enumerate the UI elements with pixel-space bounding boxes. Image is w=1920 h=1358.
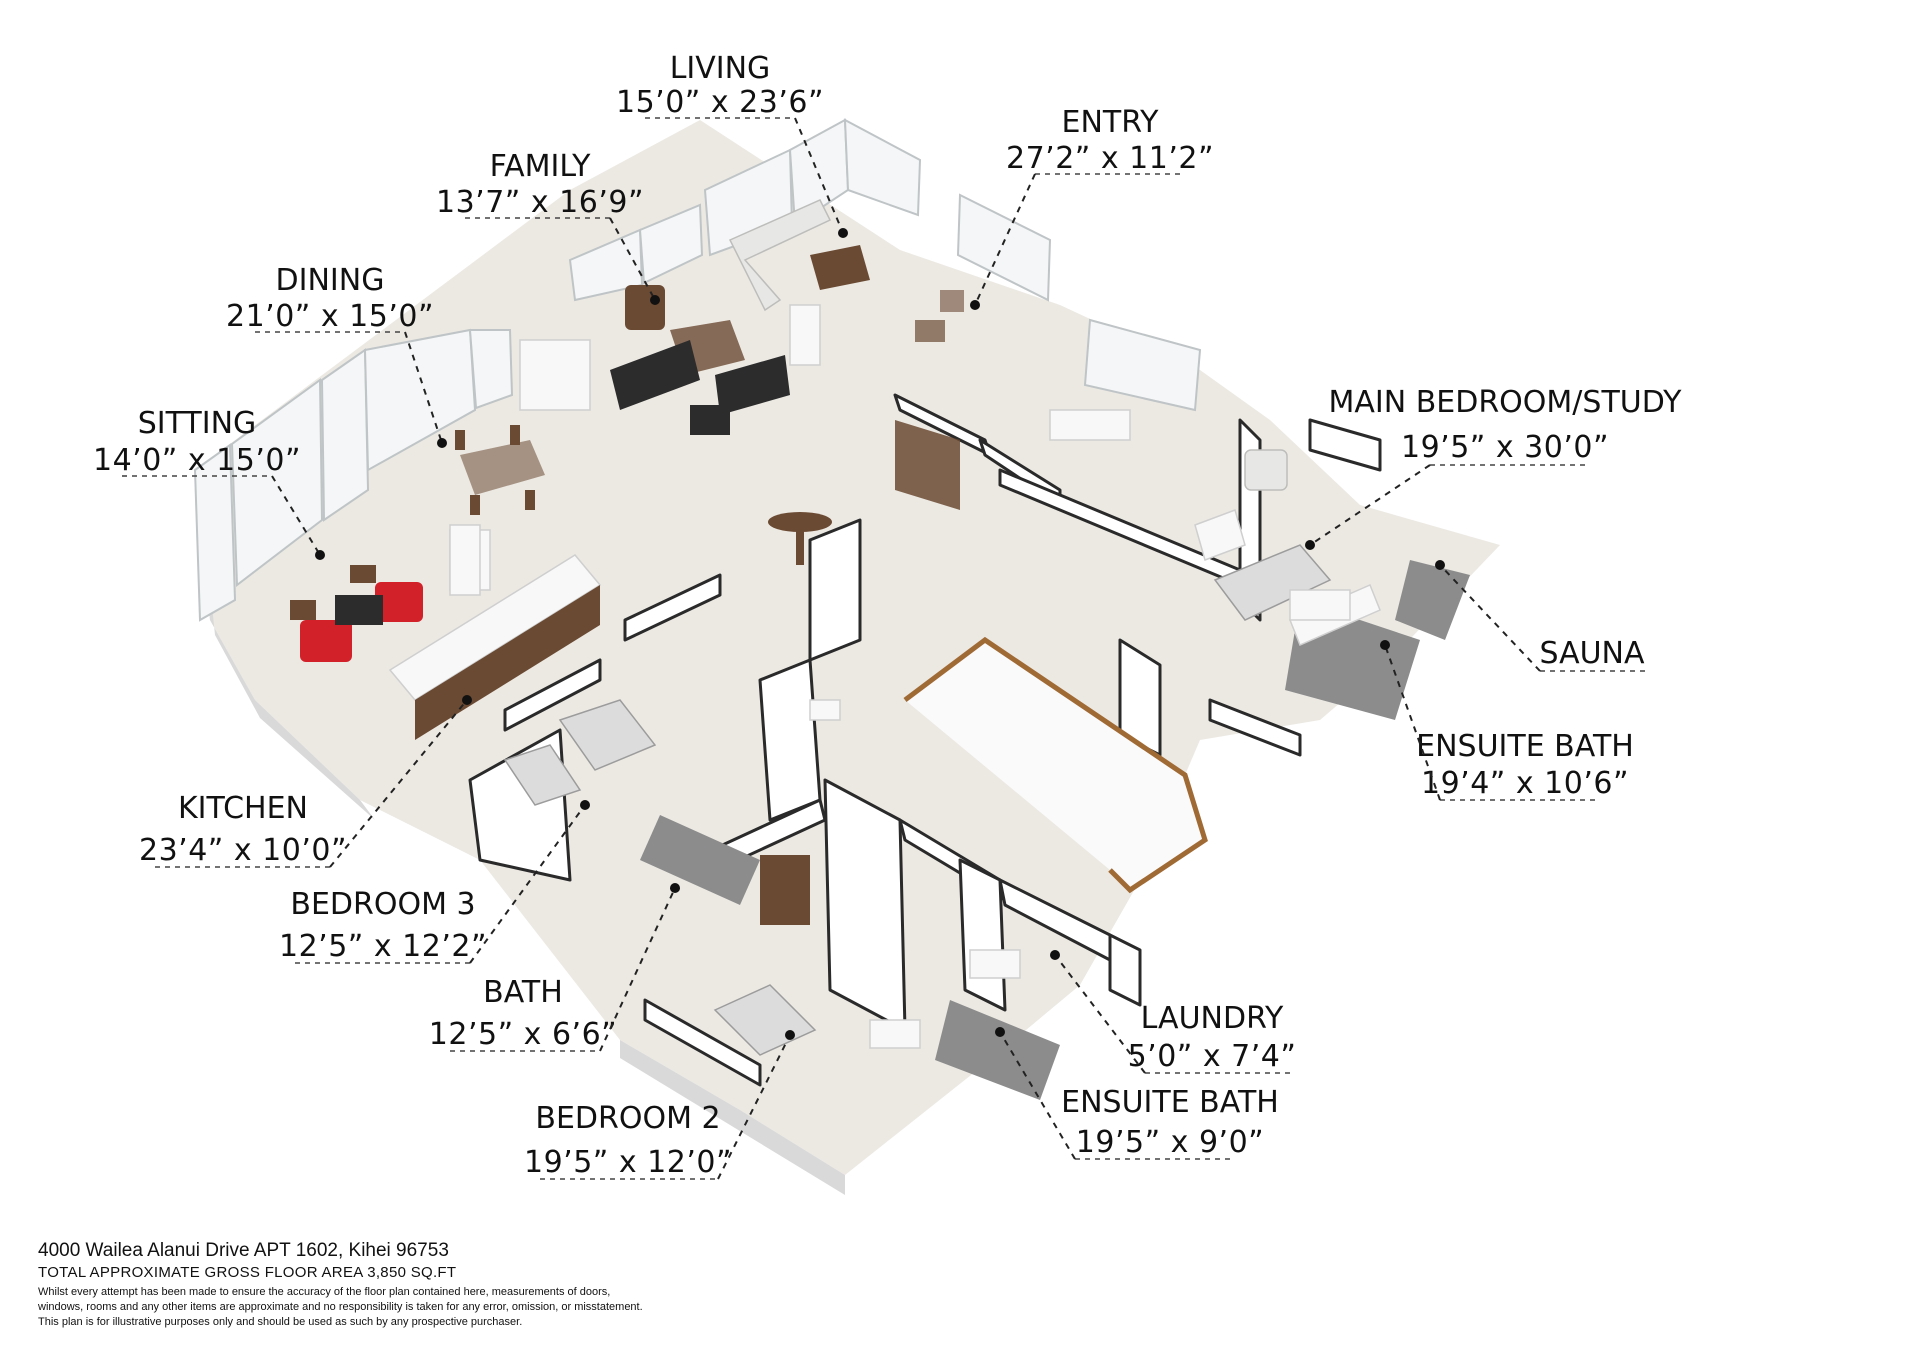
wall-face-s xyxy=(620,1040,845,1195)
label-entry: ENTRY 27’2” x 11’2” xyxy=(970,105,1214,310)
room-labels: LIVING 15’0” x 23’6” ENTRY 27’2” x 11’2”… xyxy=(93,51,1682,1180)
room-name: DINING xyxy=(276,263,385,298)
living-furniture xyxy=(728,199,964,366)
room-dimension: 14’0” x 15’0” xyxy=(93,443,301,478)
disclaimer-line: This plan is for illustrative purposes o… xyxy=(38,1316,523,1328)
room-name: ENSUITE BATH xyxy=(1061,1085,1279,1120)
room-dimension: 23’4” x 10’0” xyxy=(139,833,347,868)
entry-shelving xyxy=(895,420,960,510)
label-living: LIVING 15’0” x 23’6” xyxy=(616,51,848,238)
label-bath: BATH 12’5” x 6’6” xyxy=(429,883,680,1052)
staircase xyxy=(903,636,1208,894)
label-sitting: SITTING 14’0” x 15’0” xyxy=(93,406,325,560)
room-dimension: 21’0” x 15’0” xyxy=(226,299,434,334)
room-name: BATH xyxy=(483,975,563,1010)
room-name: SITTING xyxy=(138,406,257,441)
room-name: ENSUITE BATH xyxy=(1416,729,1634,764)
room-dimension: 15’0” x 23’6” xyxy=(616,85,824,120)
room-dimension: 12’5” x 6’6” xyxy=(429,1017,617,1052)
label-main-bedroom: MAIN BEDROOM/STUDY 19’5” x 30’0” xyxy=(1305,385,1682,550)
room-name: SAUNA xyxy=(1539,636,1645,671)
label-sauna: SAUNA xyxy=(1435,560,1645,672)
label-bedroom-3: BEDROOM 3 12’5” x 12’2” xyxy=(279,800,590,964)
label-ensuite-bath-main: ENSUITE BATH 19’4” x 10’6” xyxy=(1380,640,1634,801)
room-dimension: 19’5” x 12’0” xyxy=(524,1145,732,1180)
plan-footer: 4000 Wailea Alanui Drive APT 1602, Kihei… xyxy=(38,1240,938,1330)
label-kitchen: KITCHEN 23’4” x 10’0” xyxy=(139,695,472,868)
exterior-glazing xyxy=(193,118,1202,622)
label-bedroom-2: BEDROOM 2 19’5” x 12’0” xyxy=(524,1030,795,1180)
room-name: MAIN BEDROOM/STUDY xyxy=(1328,385,1682,420)
room-dimension: 19’4” x 10’6” xyxy=(1421,766,1629,801)
centre-table xyxy=(768,512,832,565)
room-dimension: 5’0” x 7’4” xyxy=(1128,1039,1297,1074)
room-name: BEDROOM 2 xyxy=(535,1101,720,1136)
room-name: LIVING xyxy=(670,51,771,86)
kitchen-island xyxy=(388,524,602,740)
room-name: BEDROOM 3 xyxy=(290,887,475,922)
disclaimer-line: Whilst every attempt has been made to en… xyxy=(38,1286,611,1298)
property-address: 4000 Wailea Alanui Drive APT 1602, Kihei… xyxy=(38,1240,449,1261)
family-furniture xyxy=(519,285,790,435)
room-dimension: 19’5” x 30’0” xyxy=(1401,430,1609,465)
label-ensuite-bath-2: ENSUITE BATH 19’5” x 9’0” xyxy=(995,1027,1279,1160)
label-dining: DINING 21’0” x 15’0” xyxy=(226,263,447,448)
room-dimension: 13’7” x 16’9” xyxy=(436,185,644,220)
plan-body xyxy=(193,118,1500,1195)
room-name: FAMILY xyxy=(490,149,591,184)
room-name: KITCHEN xyxy=(178,791,308,826)
sitting-furniture xyxy=(290,565,423,662)
label-laundry: LAUNDRY 5’0” x 7’4” xyxy=(1050,950,1296,1074)
room-dimension: 19’5” x 9’0” xyxy=(1076,1125,1264,1160)
room-name: ENTRY xyxy=(1062,105,1160,140)
disclaimer-line: windows, rooms and any other items are a… xyxy=(38,1301,643,1313)
room-name: LAUNDRY xyxy=(1141,1001,1284,1036)
total-floor-area: TOTAL APPROXIMATE GROSS FLOOR AREA 3,850… xyxy=(38,1264,457,1281)
label-family: FAMILY 13’7” x 16’9” xyxy=(436,149,660,305)
room-dimension: 12’5” x 12’2” xyxy=(279,929,487,964)
room-dimension: 27’2” x 11’2” xyxy=(1006,141,1214,176)
bath-fixtures xyxy=(809,589,1351,1049)
